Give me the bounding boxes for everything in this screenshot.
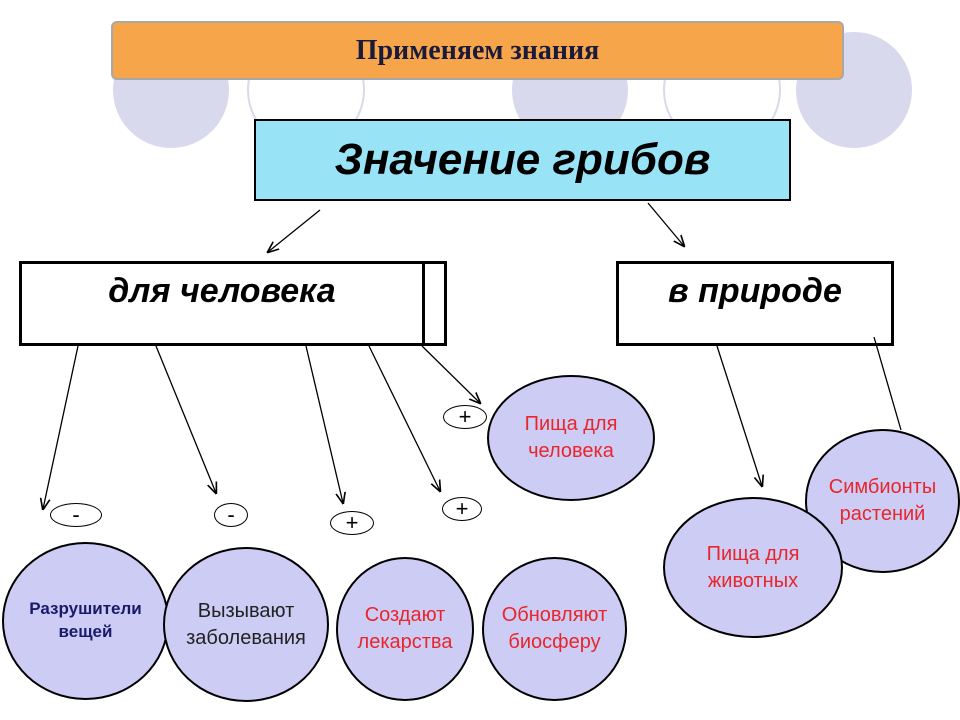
effect-food-for-animals-label: Пища для животных: [706, 542, 800, 592]
arrow-title-to-nature: [647, 202, 684, 246]
sign-plus-medicines: +: [330, 511, 374, 535]
category-for-human-side-box: [422, 261, 447, 346]
arrow-to-diseases: [155, 345, 216, 493]
category-in-nature: в природе: [616, 261, 894, 346]
effect-destroy-things: Разрушители вещей: [2, 542, 169, 700]
effect-food-for-humans-label: Пища для человека: [524, 413, 618, 462]
diagram-title: Значение грибов: [254, 119, 791, 201]
arrow-to-human-food: [421, 345, 480, 403]
arrow-to-destroyers: [43, 345, 79, 509]
effect-food-for-humans: Пища для человека: [487, 375, 655, 501]
arrow-to-biosphere: [368, 345, 440, 491]
effect-renew-biosphere: Обновляют биосферу: [482, 557, 627, 701]
effect-create-medicines: Создают лекарства: [336, 557, 474, 701]
effect-renew-biosphere-label: Обновляют биосферу: [501, 604, 608, 653]
line-to-symbionts: [873, 336, 902, 431]
arrow-title-to-human: [268, 209, 321, 252]
effect-cause-diseases: Вызывают заболевания: [163, 547, 329, 702]
sign-plus-biosphere: +: [442, 497, 482, 521]
sign-plus-human-food: +: [443, 405, 487, 429]
category-for-human: для человека: [19, 261, 425, 346]
effect-create-medicines-label: Создают лекарства: [357, 604, 453, 653]
effect-cause-diseases-label: Вызывают заболевания: [186, 599, 306, 649]
banner-title: Применяем знания: [111, 21, 844, 80]
sign-minus-destroyers: -: [50, 503, 102, 527]
effect-food-for-animals: Пища для животных: [663, 497, 843, 638]
arrow-to-animal-food: [716, 345, 762, 486]
effect-plant-symbionts-label: Симбионты растений: [828, 476, 937, 525]
arrow-to-medicines: [305, 345, 343, 503]
effect-destroy-things-label: Разрушители вещей: [29, 599, 142, 641]
sign-minus-diseases: -: [214, 503, 248, 527]
